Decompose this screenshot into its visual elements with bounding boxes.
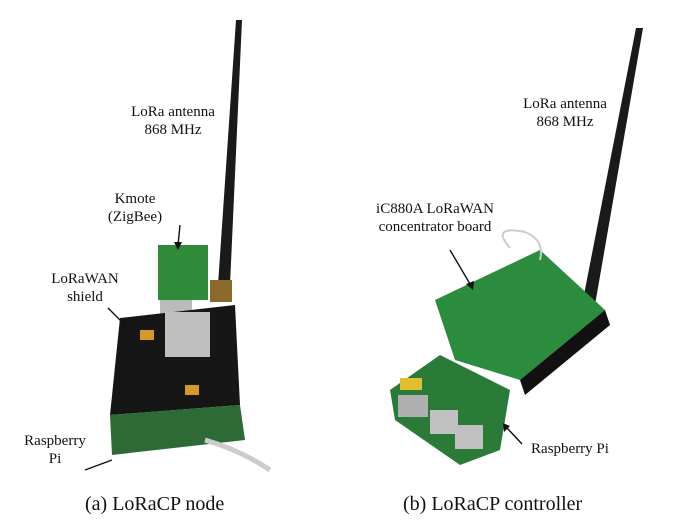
ic880a-label: iC880A LoRaWAN concentrator board (376, 201, 494, 235)
kmote-board (158, 245, 208, 300)
lora-node-photo (110, 20, 272, 473)
raspberry-pi-label-b: Raspberry Pi (531, 441, 609, 457)
antenna-a (218, 20, 242, 285)
lora-controller-photo (390, 28, 643, 465)
raspberry-pi-label-a: Raspberry Pi (24, 433, 86, 467)
shield-label: LoRaWAN shield (51, 271, 119, 305)
caption-b: (b) LoRaCP controller (403, 493, 583, 515)
caption-a: (a) LoRaCP node (85, 493, 225, 515)
antenna-label-a: LoRa antenna 868 MHz (131, 104, 215, 138)
antenna-b (582, 28, 643, 305)
antenna-label-b: LoRa antenna 868 MHz (523, 96, 607, 130)
annotation-arrows (84, 224, 523, 471)
kmote-label: Kmote (ZigBee) (107, 191, 163, 225)
ic880a-board (435, 250, 605, 380)
